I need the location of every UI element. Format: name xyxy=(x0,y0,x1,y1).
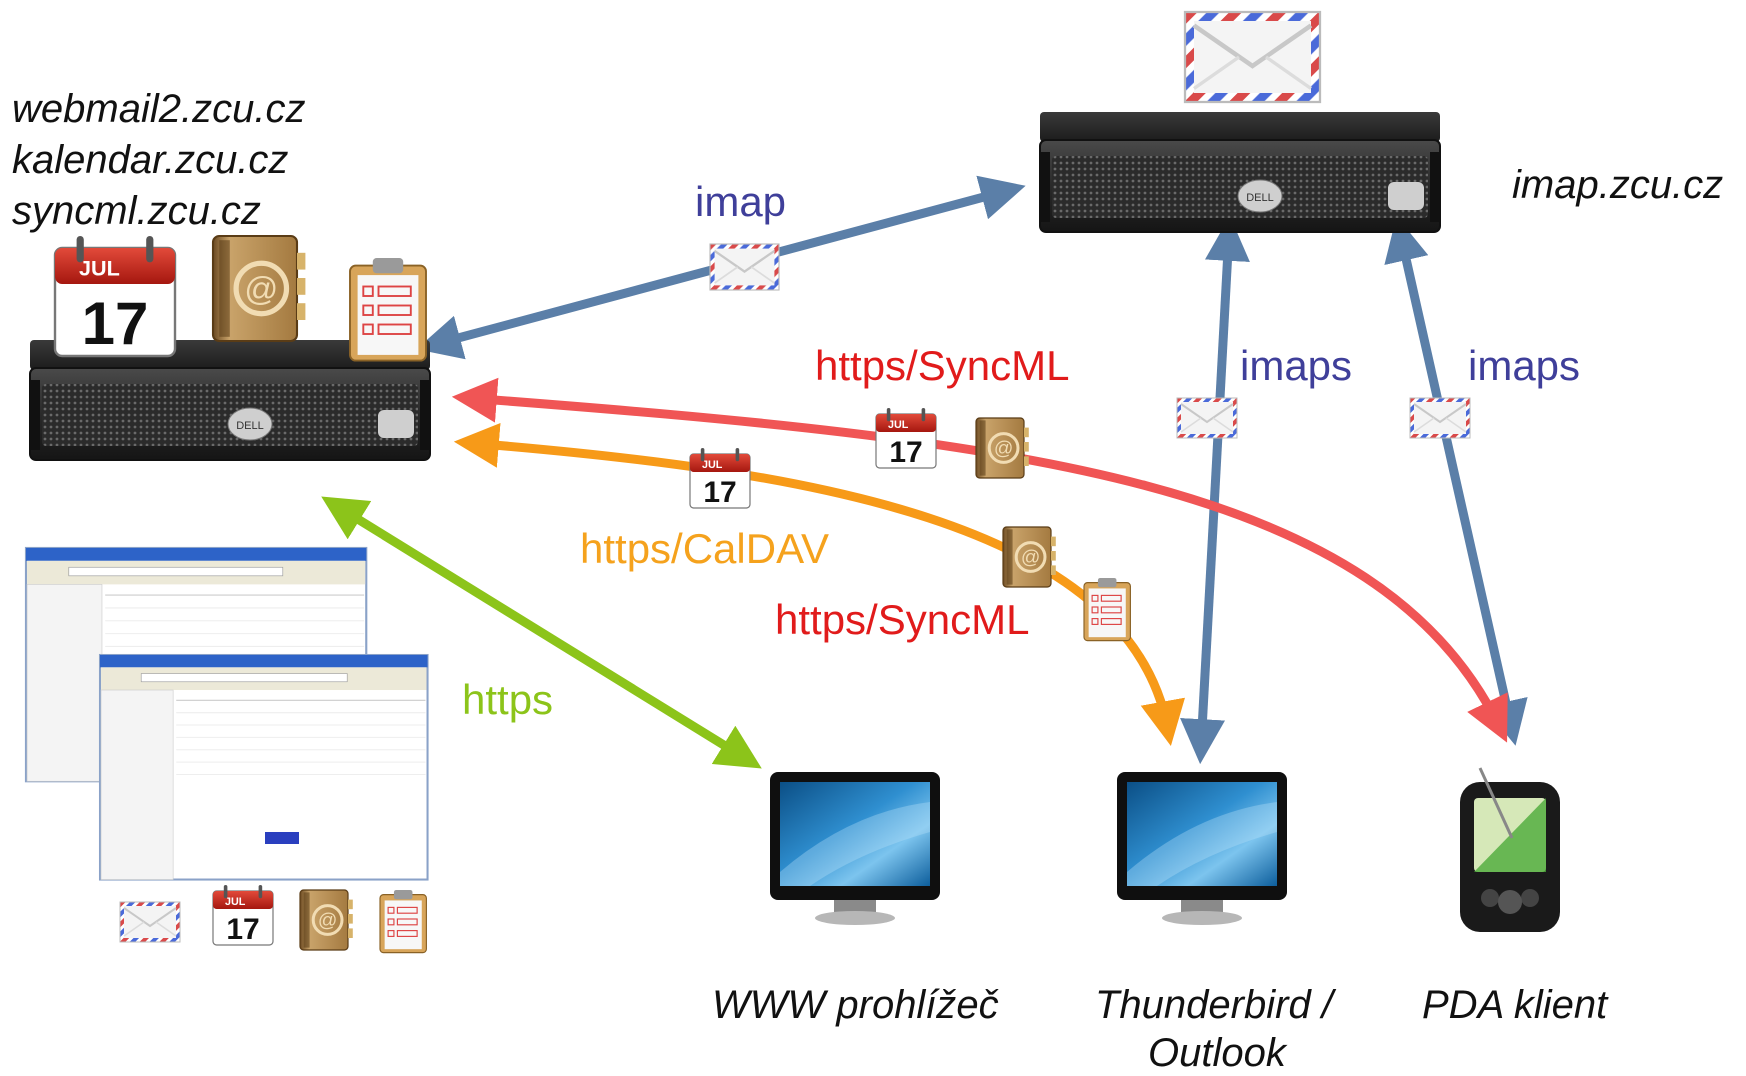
address-book-icon-client xyxy=(298,888,355,952)
web-server-host-1: webmail2.zcu.cz xyxy=(12,87,306,131)
envelope-icon-large xyxy=(1185,12,1320,102)
https-syncml-label-bottom: https/SyncML xyxy=(775,596,1030,643)
monitor-icon-www xyxy=(770,772,940,925)
envelope-icon-imap xyxy=(708,242,781,292)
tasks-icon-server xyxy=(349,257,427,362)
calendar-icon-client xyxy=(212,884,274,947)
imap-label: imap xyxy=(695,178,787,225)
imaps-label-2: imaps xyxy=(1468,342,1581,389)
envelope-icon-imaps-1 xyxy=(1176,397,1238,439)
client-pda-label: PDA klient xyxy=(1422,983,1608,1027)
client-thunderbird-label-2: Outlook xyxy=(1148,1031,1286,1075)
https-label: https xyxy=(462,676,554,723)
calendar-icon-server xyxy=(53,234,177,359)
address-book-icon-syncml xyxy=(974,416,1031,480)
calendar-icon-syncml xyxy=(875,407,937,470)
address-book-icon-caldav xyxy=(1001,525,1058,589)
https-arrow-www xyxy=(321,496,762,769)
address-book-icon-server xyxy=(213,236,305,341)
imaps-label-1: imaps xyxy=(1240,342,1353,389)
imap-server-host: imap.zcu.cz xyxy=(1512,163,1724,207)
calendar-icon-caldav xyxy=(689,447,751,510)
client-thunderbird-label-1: Thunderbird / xyxy=(1095,983,1333,1027)
envelope-icon-client xyxy=(119,901,181,943)
https-syncml-label-top: https/SyncML xyxy=(815,342,1070,389)
tasks-icon-caldav xyxy=(1083,577,1131,642)
client-www-label: WWW prohlížeč xyxy=(712,983,999,1027)
tasks-icon-client xyxy=(379,889,427,954)
monitor-icon-thunderbird xyxy=(1117,772,1287,925)
caldav-syncml-arrow-thunderbird xyxy=(453,422,1185,746)
imaps-arrow-thunderbird xyxy=(1180,215,1250,765)
web-server-host-3: syncml.zcu.cz xyxy=(12,189,261,233)
https-caldav-label: https/CalDAV xyxy=(580,525,829,572)
pda-icon xyxy=(1458,766,1562,934)
web-server-host-2: kalendar.zcu.cz xyxy=(12,138,289,182)
envelope-icon-imaps-2 xyxy=(1409,397,1471,439)
browser-screenshot-front xyxy=(98,653,429,881)
imap-server-icon xyxy=(1039,111,1441,233)
calendar-event-block xyxy=(265,832,299,844)
